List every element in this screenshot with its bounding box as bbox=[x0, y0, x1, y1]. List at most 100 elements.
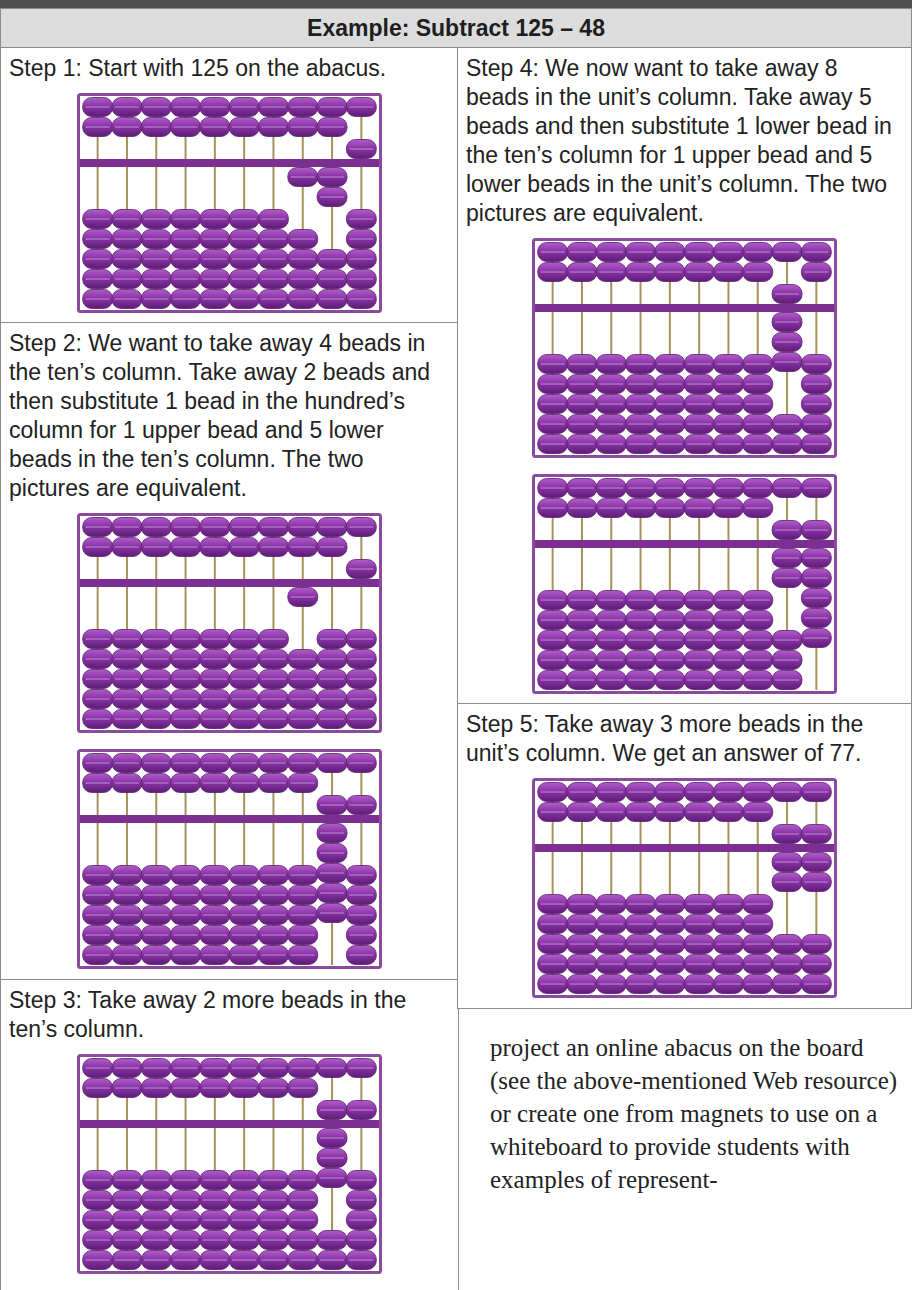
bead-highlight bbox=[658, 904, 682, 905]
abacus-bead bbox=[200, 1250, 230, 1269]
abacus-illustration bbox=[532, 474, 837, 694]
bead-highlight bbox=[291, 258, 315, 259]
abacus-bead bbox=[171, 269, 201, 288]
bead-highlight bbox=[203, 238, 227, 239]
bead-highlight bbox=[629, 792, 653, 793]
bead-highlight bbox=[599, 271, 623, 272]
abacus-bead bbox=[83, 1250, 113, 1269]
abacus-bead bbox=[83, 690, 113, 709]
bead-highlight bbox=[232, 126, 256, 127]
abacus-illustration bbox=[77, 1054, 382, 1274]
abacus-bead bbox=[229, 946, 259, 965]
abacus-bead bbox=[141, 1078, 171, 1097]
abacus-bead bbox=[171, 690, 201, 709]
abacus-bead bbox=[346, 946, 376, 965]
abacus-bead bbox=[684, 354, 714, 373]
bead-highlight bbox=[203, 875, 227, 876]
bead-highlight bbox=[349, 1219, 373, 1220]
abacus-bead bbox=[626, 895, 656, 914]
bead-highlight bbox=[86, 935, 110, 936]
bead-highlight bbox=[203, 1067, 227, 1068]
abacus-bead bbox=[171, 97, 201, 116]
abacus-bead bbox=[626, 478, 656, 497]
abacus-bead bbox=[626, 414, 656, 433]
abacus-bead bbox=[626, 434, 656, 453]
abacus-bead bbox=[346, 710, 376, 729]
abacus-bead bbox=[258, 630, 288, 649]
bead-highlight bbox=[541, 507, 565, 508]
abacus-bead bbox=[655, 478, 685, 497]
bead-highlight bbox=[291, 783, 315, 784]
abacus-bead bbox=[743, 955, 773, 974]
abacus-bead bbox=[538, 610, 568, 629]
abacus-bead bbox=[743, 242, 773, 261]
abacus-bead bbox=[317, 844, 347, 863]
abacus-bead bbox=[626, 783, 656, 802]
bead-highlight bbox=[86, 238, 110, 239]
abacus-bead bbox=[258, 1250, 288, 1269]
abacus-bead bbox=[713, 414, 743, 433]
bead-highlight bbox=[541, 679, 565, 680]
bead-highlight bbox=[746, 271, 770, 272]
abacus-bead bbox=[288, 866, 318, 885]
abacus-bead bbox=[772, 630, 802, 649]
abacus-bead bbox=[655, 670, 685, 689]
abacus-bead bbox=[743, 354, 773, 373]
abacus-bead bbox=[229, 117, 259, 136]
abacus-bead bbox=[112, 866, 142, 885]
abacus-bead bbox=[112, 630, 142, 649]
bead-highlight bbox=[86, 1199, 110, 1200]
abacus-bead bbox=[141, 670, 171, 689]
bead-highlight bbox=[804, 423, 828, 424]
bead-highlight bbox=[658, 792, 682, 793]
bead-highlight bbox=[261, 955, 285, 956]
bead-highlight bbox=[629, 271, 653, 272]
bead-highlight bbox=[291, 1067, 315, 1068]
abacus-illustration bbox=[77, 749, 382, 969]
abacus-bead bbox=[346, 886, 376, 905]
abacus-bead bbox=[288, 754, 318, 773]
abacus-bead bbox=[171, 538, 201, 557]
bead-highlight bbox=[291, 278, 315, 279]
bead-highlight bbox=[174, 298, 198, 299]
abacus-bead bbox=[346, 269, 376, 288]
bead-highlight bbox=[349, 639, 373, 640]
bead-highlight bbox=[746, 984, 770, 985]
abacus-bead bbox=[713, 955, 743, 974]
abacus-frame bbox=[79, 751, 381, 968]
bead-highlight bbox=[115, 783, 139, 784]
bead-highlight bbox=[320, 639, 344, 640]
abacus-bead bbox=[258, 1078, 288, 1097]
bead-highlight bbox=[349, 719, 373, 720]
bead-highlight bbox=[746, 403, 770, 404]
abacus-bead bbox=[258, 690, 288, 709]
abacus-bead bbox=[171, 946, 201, 965]
bead-highlight bbox=[115, 639, 139, 640]
abacus-bead bbox=[229, 229, 259, 248]
abacus-bead bbox=[346, 1058, 376, 1077]
abacus-bead bbox=[171, 1170, 201, 1189]
bead-highlight bbox=[629, 904, 653, 905]
bead-highlight bbox=[775, 834, 799, 835]
abacus-bead bbox=[596, 590, 626, 609]
bead-highlight bbox=[232, 1087, 256, 1088]
bead-highlight bbox=[687, 984, 711, 985]
bead-highlight bbox=[261, 875, 285, 876]
bead-highlight bbox=[261, 1239, 285, 1240]
abacus-bead bbox=[200, 754, 230, 773]
abacus-bead bbox=[141, 774, 171, 793]
abacus-bead bbox=[684, 434, 714, 453]
bead-highlight bbox=[716, 984, 740, 985]
abacus-bead bbox=[141, 710, 171, 729]
bead-highlight bbox=[174, 955, 198, 956]
bead-highlight bbox=[716, 964, 740, 965]
bead-highlight bbox=[570, 487, 594, 488]
abacus-bead bbox=[743, 498, 773, 517]
bead-highlight bbox=[687, 904, 711, 905]
bead-highlight bbox=[115, 763, 139, 764]
bead-highlight bbox=[349, 106, 373, 107]
bead-highlight bbox=[203, 547, 227, 548]
bead-highlight bbox=[804, 862, 828, 863]
bead-highlight bbox=[144, 1239, 168, 1240]
abacus-bead bbox=[141, 269, 171, 288]
